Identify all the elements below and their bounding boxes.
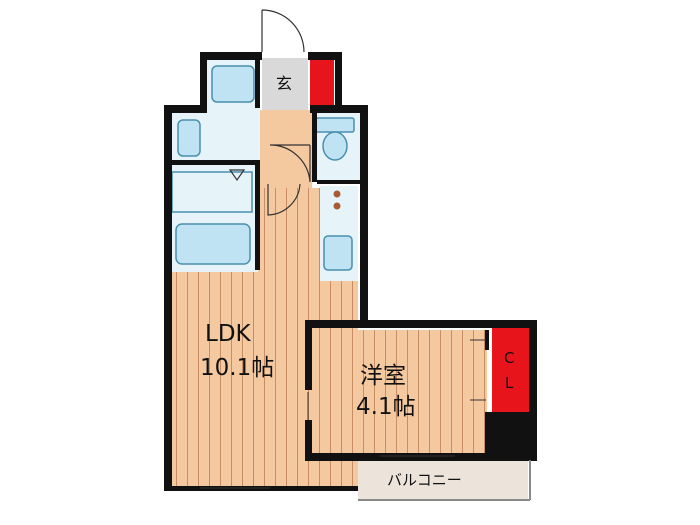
balcony-label: バルコニー <box>387 471 462 489</box>
washbasin-icon <box>175 223 251 265</box>
balcony-railing <box>358 460 531 501</box>
sliding-doors <box>200 339 486 489</box>
door-swings <box>228 9 311 216</box>
washroom-door-icon <box>267 183 301 216</box>
toilet-tank-icon <box>315 117 355 133</box>
entrance-door-icon <box>261 9 305 53</box>
stove-burner-icon <box>333 202 341 210</box>
western-room-floor <box>312 330 487 455</box>
ldk-size: 10.1帖 <box>200 355 274 381</box>
entrance-label: 玄 <box>276 74 292 93</box>
closet-label-c: C <box>504 349 514 367</box>
entrance-floor <box>262 58 308 110</box>
closet <box>492 328 530 418</box>
balcony-floor <box>358 460 528 500</box>
western-room-name: 洋室 <box>360 363 406 389</box>
bath-door-icon <box>228 169 246 182</box>
walls <box>164 52 537 491</box>
toilet-door-icon <box>269 144 311 183</box>
kitchen-sink-icon <box>323 235 353 271</box>
washing-machine-icon <box>171 171 253 213</box>
ldk-name: LDK <box>205 321 252 347</box>
sink-icon <box>177 119 201 157</box>
toilet-bowl-icon <box>322 131 348 161</box>
shoe-storage <box>310 60 334 108</box>
stove-burner-icon <box>333 190 341 198</box>
closet-label-l: L <box>505 374 514 392</box>
western-room-size: 4.1帖 <box>356 394 416 420</box>
bathtub-icon <box>211 65 255 103</box>
hall-floor <box>260 110 312 188</box>
